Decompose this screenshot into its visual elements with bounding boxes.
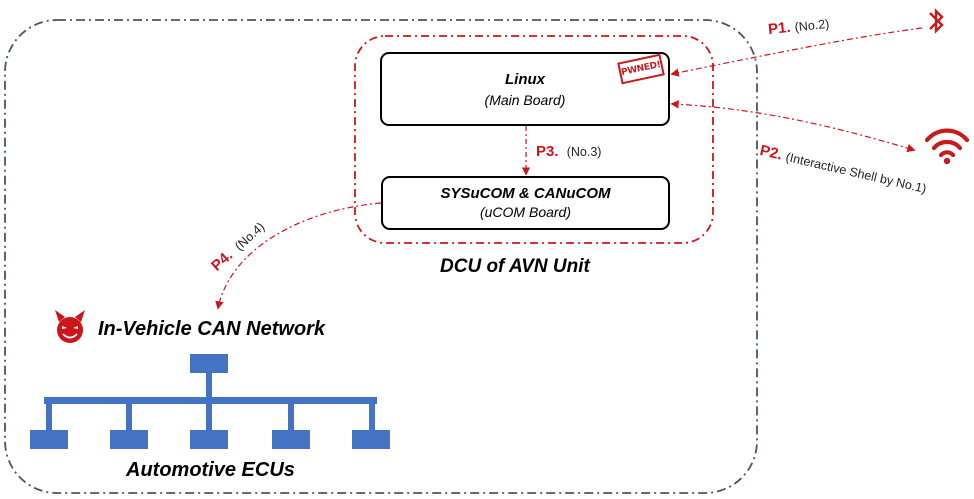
linux-title: Linux [505,70,545,88]
path-p4-line [215,202,382,310]
bluetooth-icon [929,8,944,34]
ecu-gateway [190,354,228,373]
dcu-label: DCU of AVN Unit [440,256,590,277]
path-p1-line [670,27,923,77]
p3-label: P3 [536,143,555,160]
ecu-node [352,430,390,449]
p1-label: P1 [767,19,788,39]
vehicle-boundary [4,19,758,494]
ecu-node [272,430,310,449]
path-p2-line [670,100,916,153]
ecu-node [30,430,68,449]
ecu-node [190,430,228,449]
ucom-title: SYSuCOM & CANuCOM [440,184,611,202]
devil-face-icon [55,310,85,343]
linux-subtitle: (Main Board) [484,91,566,108]
automotive-ecus-label: Automotive ECUs [126,459,295,481]
ucom-subtitle: (uCOM Board) [479,203,572,220]
p1-note: (No.2) [793,16,831,35]
can-network-label: In-Vehicle CAN Network [98,318,326,340]
p3-label-group: P3. (No.3) [536,143,602,160]
p3-note: (No.3) [566,145,602,159]
ecu-tree [30,354,390,449]
wifi-icon [924,128,970,165]
ecu-node [110,430,148,449]
ucom-board: SYSuCOM & CANuCOM (uCOM Board) [381,176,670,230]
